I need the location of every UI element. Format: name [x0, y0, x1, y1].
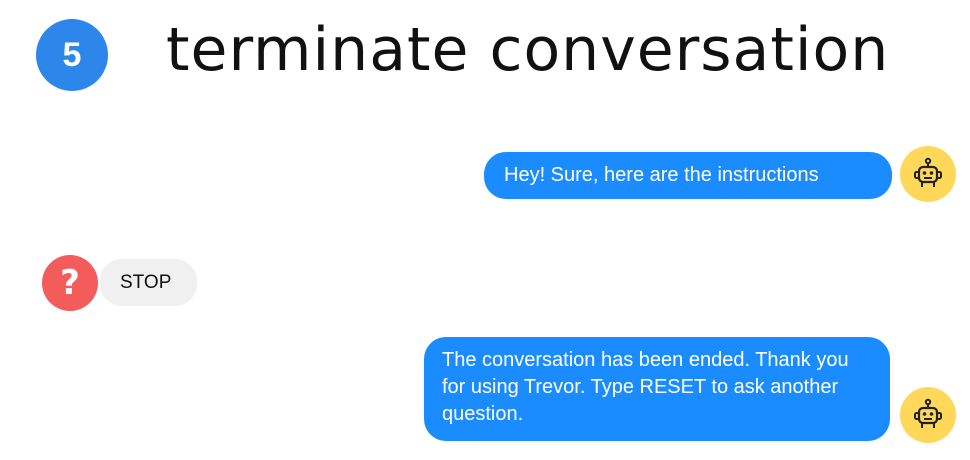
step-number-badge: 5 [36, 19, 108, 91]
robot-icon [914, 157, 942, 187]
user-message-bubble: STOP [100, 259, 197, 306]
question-mark-icon: ? [60, 263, 80, 303]
step-number: 5 [62, 35, 82, 74]
bot-avatar [900, 387, 956, 443]
user-avatar: ? [42, 255, 98, 311]
robot-icon [914, 398, 942, 428]
bot-avatar [900, 146, 956, 202]
bot-message-bubble: Hey! Sure, here are the instructions [484, 152, 892, 199]
bot-message-bubble: The conversation has been ended. Thank y… [424, 337, 890, 441]
page-title: terminate conversation [166, 15, 890, 85]
